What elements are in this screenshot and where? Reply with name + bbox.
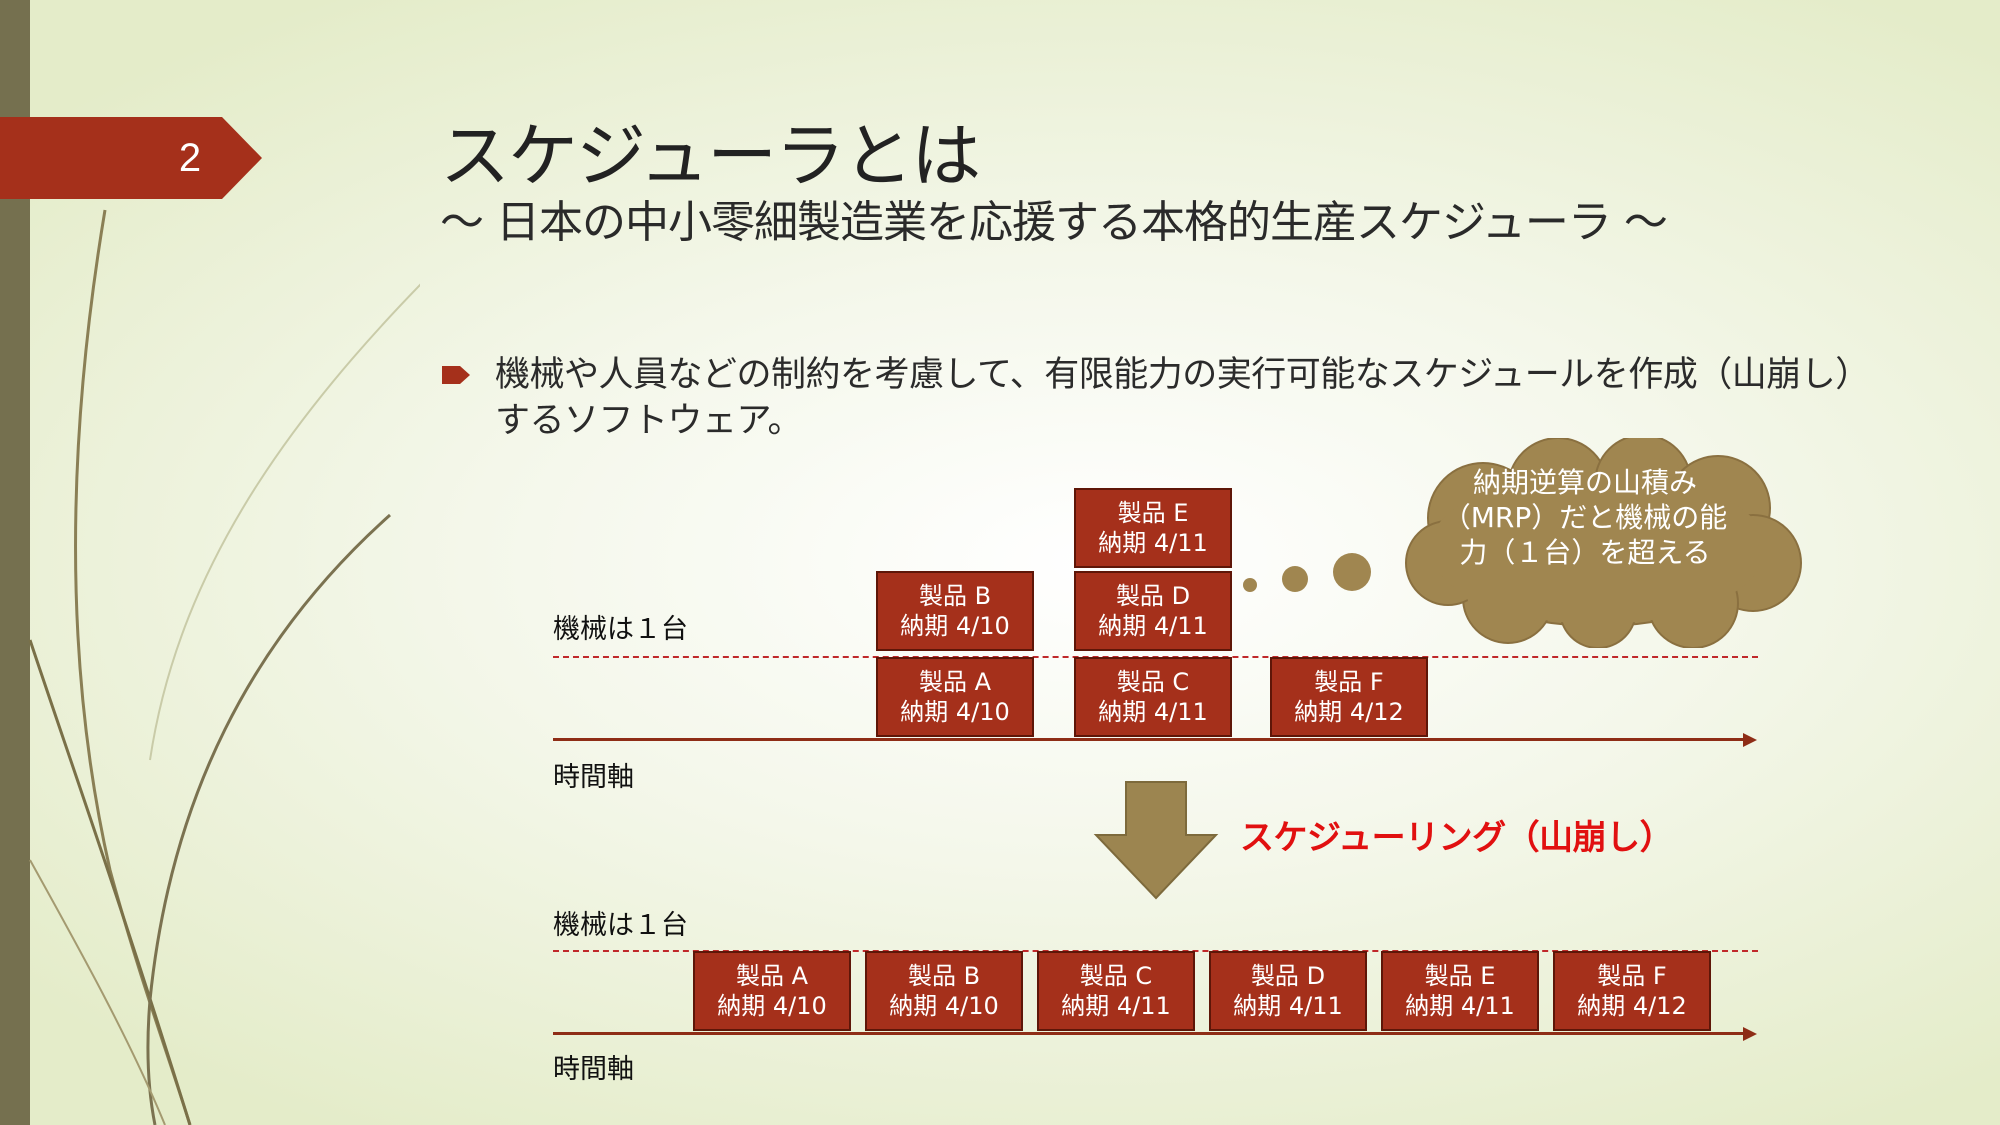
due-date: 納期 4/10: [717, 992, 827, 1020]
product-name: 製品 B: [907, 962, 981, 990]
due-date: 納期 4/10: [889, 992, 999, 1020]
due-date: 納期 4/11: [1405, 992, 1515, 1020]
time-axis-arrowhead-before: [1743, 733, 1757, 747]
due-date: 納期 4/12: [1294, 698, 1404, 726]
capacity-label-after: 機械は１台: [553, 910, 688, 941]
before-box-product-d: 製品 D 納期 4/11: [1074, 571, 1232, 651]
after-box-product-a: 製品 A 納期 4/10: [693, 951, 851, 1031]
thought-dot-large: [1333, 553, 1371, 591]
thought-dot-medium: [1282, 566, 1308, 592]
due-date: 納期 4/10: [900, 698, 1010, 726]
product-name: 製品 C: [1116, 668, 1190, 696]
before-box-product-b: 製品 B 納期 4/10: [876, 571, 1034, 651]
axis-label-after: 時間軸: [553, 1054, 634, 1085]
down-arrow-icon: [1093, 781, 1219, 900]
product-name: 製品 E: [1424, 962, 1496, 990]
due-date: 納期 4/12: [1577, 992, 1687, 1020]
axis-label-before: 時間軸: [553, 762, 634, 793]
scheduling-label: スケジューリング（山崩し）: [1240, 818, 1674, 858]
before-box-product-f: 製品 F 納期 4/12: [1270, 657, 1428, 737]
time-axis-before: [553, 738, 1743, 741]
product-name: 製品 F: [1597, 962, 1667, 990]
due-date: 納期 4/11: [1061, 992, 1171, 1020]
slide-subtitle: ～ 日本の中小零細製造業を応援する本格的生産スケジューラ ～: [440, 197, 1668, 248]
capacity-label-before: 機械は１台: [553, 614, 688, 645]
time-axis-arrowhead-after: [1743, 1027, 1757, 1041]
due-date: 納期 4/11: [1098, 612, 1208, 640]
after-box-product-b: 製品 B 納期 4/10: [865, 951, 1023, 1031]
product-name: 製品 A: [735, 962, 809, 990]
page-number-tag: [0, 117, 262, 199]
page-number: 2: [178, 136, 202, 180]
due-date: 納期 4/11: [1098, 529, 1208, 557]
thought-bubble-text: 納期逆算の山積み（MRP）だと機械の能力（１台）を超える: [1442, 466, 1728, 569]
due-date: 納期 4/10: [900, 612, 1010, 640]
bullet-arrow-icon: [442, 366, 470, 384]
due-date: 納期 4/11: [1098, 698, 1208, 726]
before-box-product-e: 製品 E 納期 4/11: [1074, 488, 1232, 568]
after-box-product-c: 製品 C 納期 4/11: [1037, 951, 1195, 1031]
product-name: 製品 C: [1079, 962, 1153, 990]
thought-cloud: [1405, 438, 1802, 648]
product-name: 製品 E: [1117, 499, 1189, 527]
bullet-text: 機械や人員などの制約を考慮して、有限能力の実行可能なスケジュールを作成（山崩し）…: [495, 355, 1870, 441]
before-box-product-c: 製品 C 納期 4/11: [1074, 657, 1232, 737]
time-axis-after: [553, 1032, 1743, 1035]
product-name: 製品 F: [1314, 668, 1384, 696]
product-name: 製品 A: [918, 668, 992, 696]
slide-title: スケジューラとは: [440, 115, 981, 197]
after-box-product-f: 製品 F 納期 4/12: [1553, 951, 1711, 1031]
due-date: 納期 4/11: [1233, 992, 1343, 1020]
after-box-product-e: 製品 E 納期 4/11: [1381, 951, 1539, 1031]
product-name: 製品 D: [1250, 962, 1326, 990]
thought-dot-small: [1243, 578, 1257, 592]
product-name: 製品 D: [1115, 582, 1191, 610]
after-box-product-d: 製品 D 納期 4/11: [1209, 951, 1367, 1031]
product-name: 製品 B: [918, 582, 992, 610]
decorative-stems: [28, 209, 420, 1125]
before-box-product-a: 製品 A 納期 4/10: [876, 657, 1034, 737]
